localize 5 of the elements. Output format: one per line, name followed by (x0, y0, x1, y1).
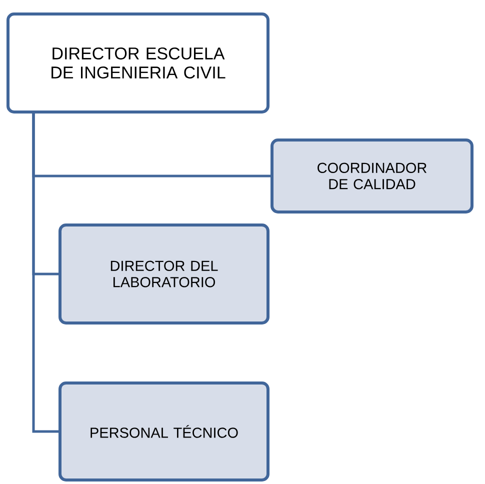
org-box: DIRECTOR ESCUELA DE INGENIERIA CIVIL (6, 12, 270, 114)
org-box: COORDINADOR DE CALIDAD (270, 138, 474, 214)
org-box: PERSONAL TÉCNICO (58, 382, 270, 482)
connector-line (32, 112, 58, 433)
org-box: DIRECTOR DEL LABORATORIO (58, 224, 270, 324)
